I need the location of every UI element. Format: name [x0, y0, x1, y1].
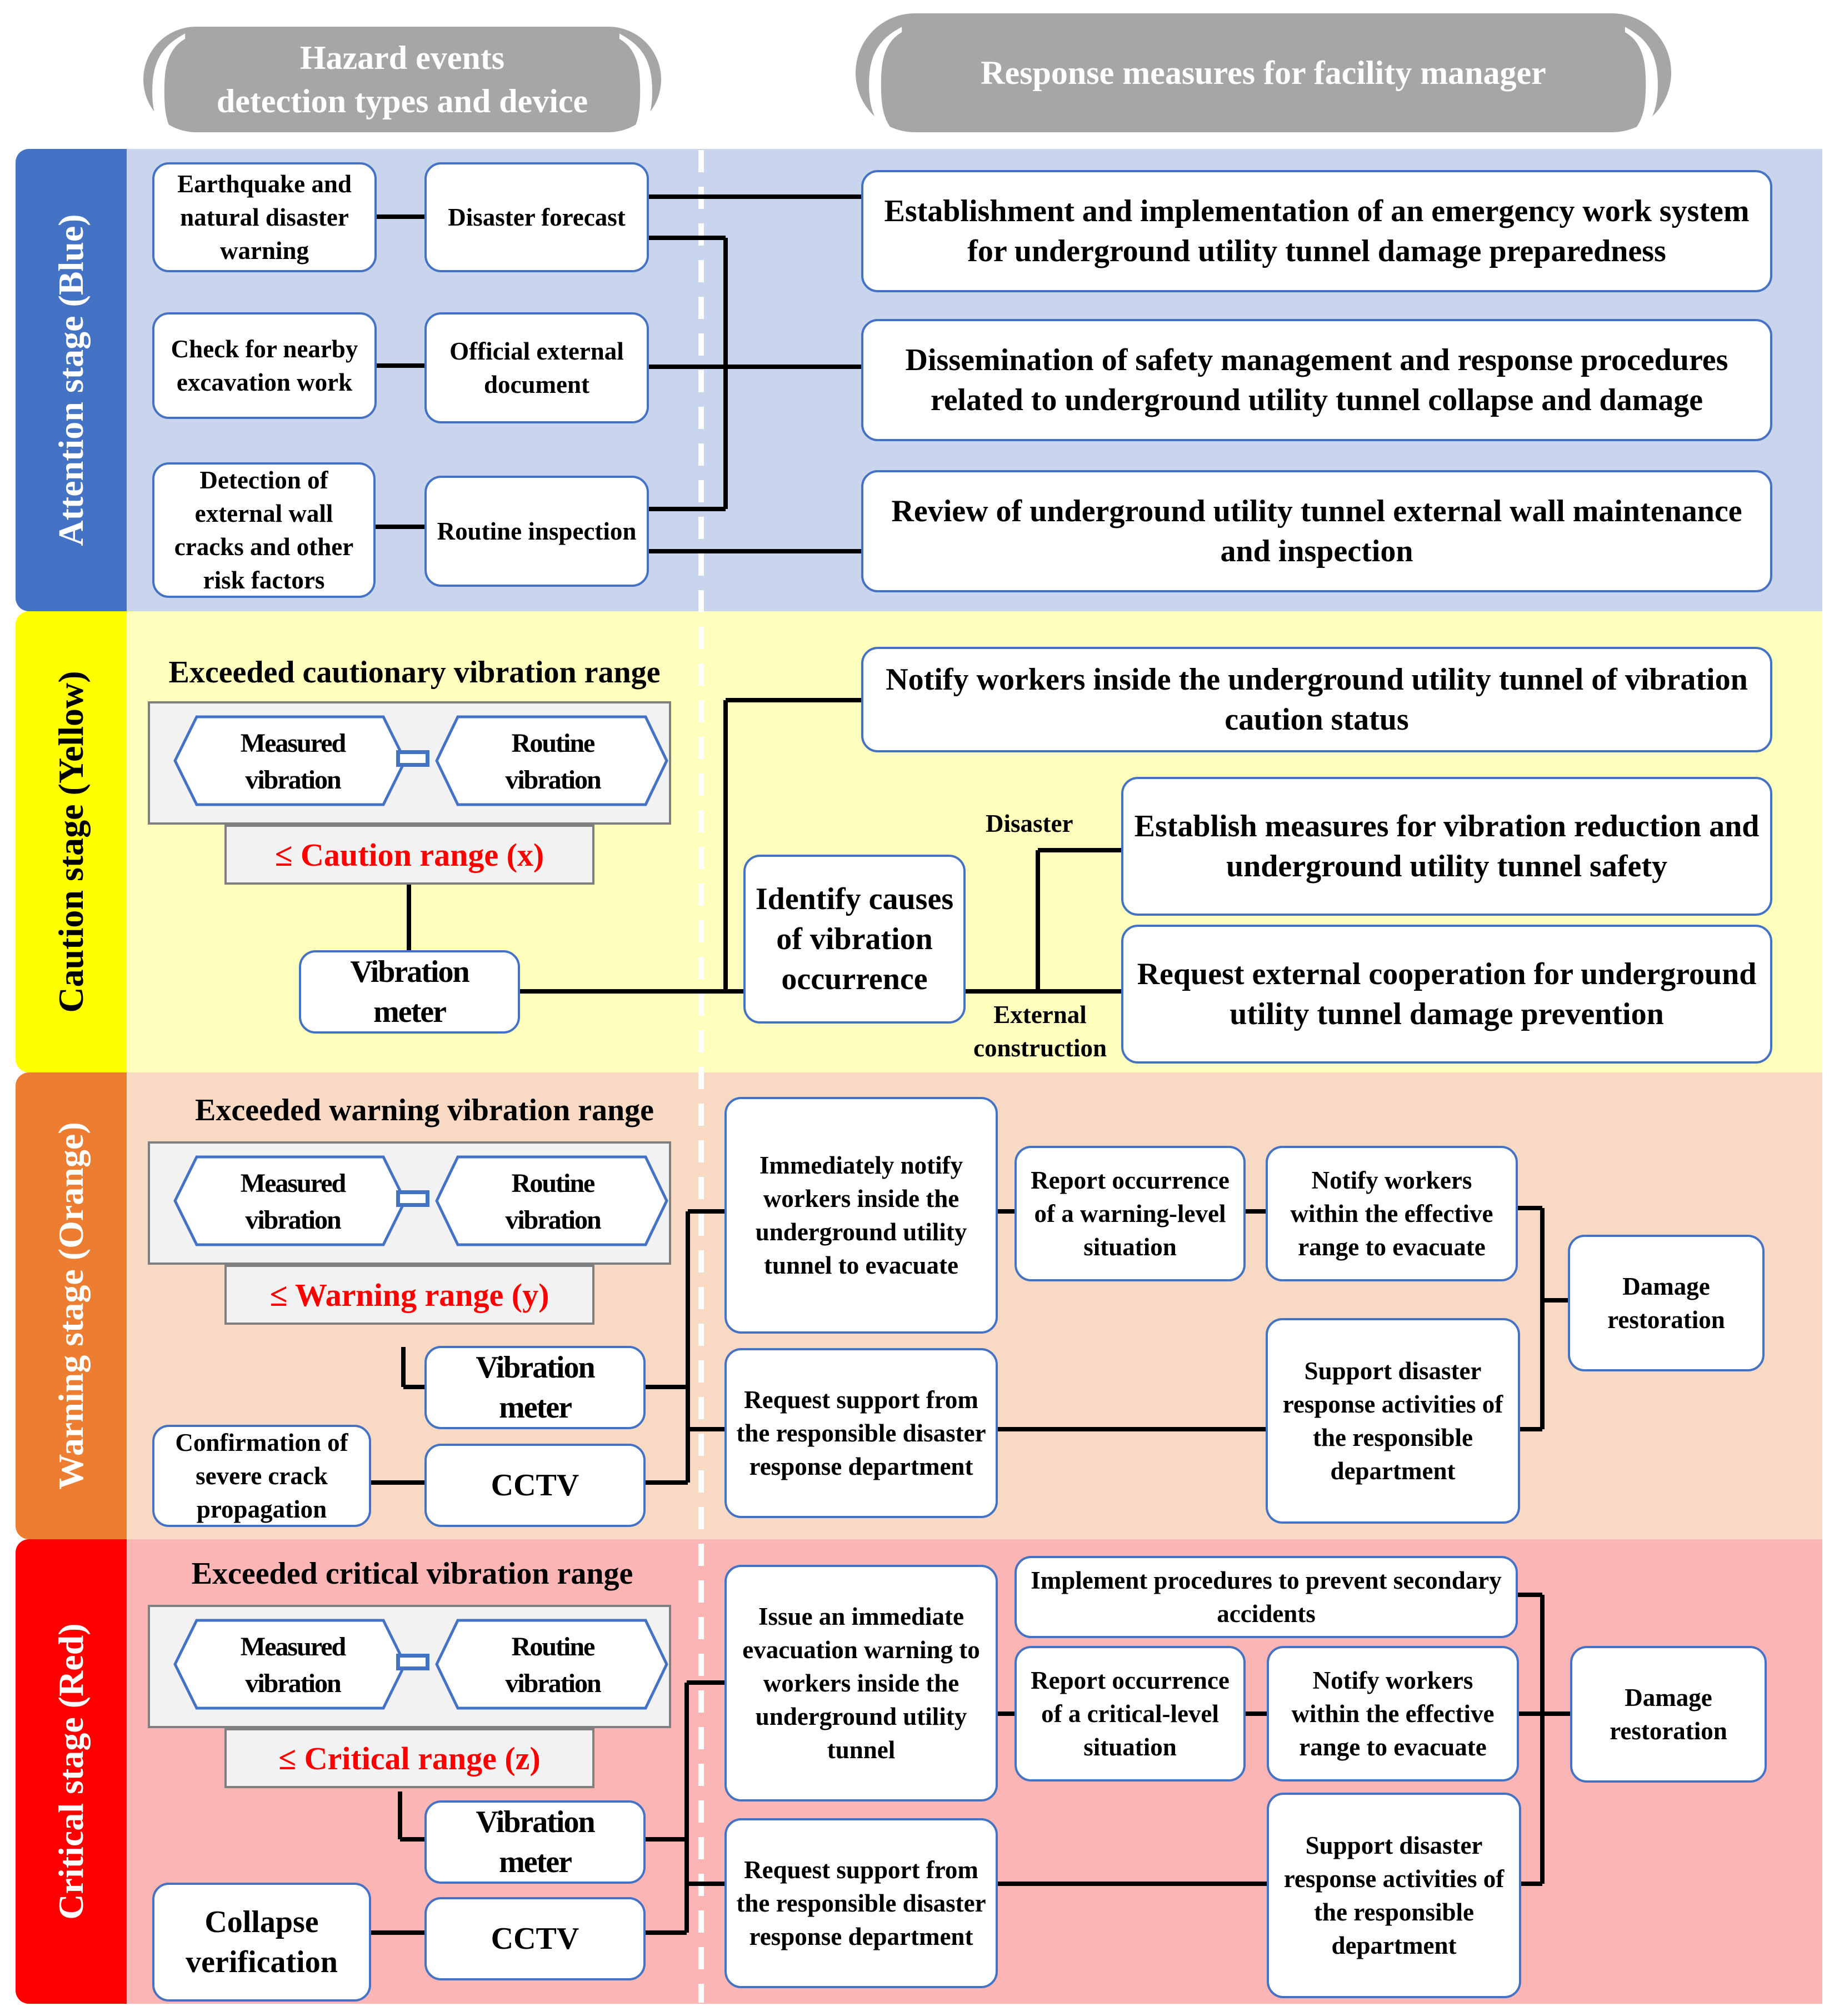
measure-safety-dissemination: Dissemination of safety management and r…	[861, 319, 1772, 441]
critical-report-occurrence: Report occurrence of a critical-level si…	[1015, 1646, 1246, 1782]
header-hazard-line-2: detection types and device	[216, 83, 588, 119]
caution-title: Exceeded cautionary vibration range	[168, 655, 661, 690]
warning-report-occurrence: Report occurrence of a warning-level sit…	[1015, 1146, 1246, 1281]
caution-notify-workers: Notify workers inside the underground ut…	[861, 647, 1772, 752]
warning-notify-evacuate: Immediately notify workers inside the un…	[724, 1097, 998, 1334]
event-earthquake-warning: Earthquake and natural disaster warning	[152, 162, 377, 272]
caution-range-threshold: ≤ Caution range (x)	[224, 825, 594, 885]
critical-measured-vibration: Measured vibration	[240, 1632, 346, 1698]
warning-routine-vibration: Routine vibration	[505, 1169, 601, 1235]
measure-emergency-work-system: Establishment and implementation of an e…	[861, 170, 1772, 292]
caution-identify-causes: Identify causes of vibration occurrence	[743, 855, 966, 1024]
warning-request-support: Request support from the responsible dis…	[724, 1348, 998, 1518]
critical-notify-range: Notify workers within the effective rang…	[1267, 1646, 1519, 1782]
critical-collapse-verification: Collapse verification	[152, 1883, 371, 2002]
warning-range-threshold: ≤ Warning range (y)	[224, 1265, 594, 1325]
caution-establish-measures: Establish measures for vibration reducti…	[1121, 777, 1772, 916]
critical-damage-restoration: Damage restoration	[1570, 1646, 1767, 1783]
caution-comparison-panel: Measured vibration Routine vibration	[148, 701, 671, 825]
event-excavation-check: Check for nearby excavation work	[152, 312, 377, 419]
source-routine-inspection: Routine inspection	[424, 476, 649, 587]
source-official-document: Official external document	[424, 312, 649, 423]
critical-comparison-panel: Measured vibration Routine vibration	[148, 1605, 671, 1728]
warning-stage-bar	[16, 1072, 127, 1539]
caution-measured-vibration: Measured vibration	[240, 728, 346, 795]
warning-vibration-meter: Vibration meter	[424, 1346, 646, 1429]
critical-equals-symbol	[396, 1654, 429, 1670]
warning-measured-vibration: Measured vibration	[240, 1169, 346, 1235]
caution-stage-bar	[16, 611, 127, 1072]
attention-stage-bar	[16, 149, 127, 611]
warning-comparison-panel: Measured vibration Routine vibration	[148, 1141, 671, 1265]
header-response-measures: ( Response measures for facility manager…	[856, 9, 1671, 137]
critical-stage-bar	[16, 1539, 127, 2004]
source-disaster-forecast: Disaster forecast	[424, 162, 649, 272]
warning-damage-restoration: Damage restoration	[1568, 1235, 1765, 1371]
caution-request-cooperation: Request external cooperation for undergr…	[1121, 925, 1772, 1064]
header-hazard-detection: ( Hazard events detection types and devi…	[143, 16, 661, 143]
warning-notify-range: Notify workers within the effective rang…	[1266, 1146, 1518, 1281]
critical-range-threshold: ≤ Critical range (z)	[224, 1728, 594, 1788]
warning-cctv: CCTV	[424, 1444, 646, 1527]
critical-support-activities: Support disaster response activities of …	[1267, 1793, 1521, 1998]
critical-vibration-meter: Vibration meter	[424, 1800, 646, 1884]
critical-secondary-accidents: Implement procedures to prevent secondar…	[1015, 1556, 1518, 1638]
caution-label-disaster: Disaster	[986, 810, 1073, 837]
warning-title: Exceeded warning vibration range	[195, 1093, 654, 1127]
critical-evacuation-warning: Issue an immediate evacuation warning to…	[724, 1565, 998, 1802]
warning-equals-symbol	[396, 1190, 429, 1207]
caution-equals-symbol	[396, 750, 429, 767]
header-response-text: Response measures for facility manager	[981, 54, 1546, 91]
header-hazard-line-1: Hazard events	[299, 39, 505, 76]
critical-request-support: Request support from the responsible dis…	[724, 1818, 998, 1988]
critical-routine-vibration: Routine vibration	[505, 1632, 601, 1698]
caution-label-external-construction: External construction	[973, 1001, 1107, 1062]
warning-support-activities: Support disaster response activities of …	[1266, 1318, 1520, 1524]
caution-routine-vibration: Routine vibration	[505, 728, 601, 795]
critical-title: Exceeded critical vibration range	[191, 1556, 633, 1591]
critical-cctv: CCTV	[424, 1897, 646, 1980]
warning-crack-confirmation: Confirmation of severe crack propagation	[152, 1425, 371, 1527]
event-wall-crack-detection: Detection of external wall cracks and ot…	[152, 462, 376, 598]
caution-vibration-meter: Vibration meter	[299, 950, 520, 1034]
measure-wall-maintenance-review: Review of underground utility tunnel ext…	[861, 470, 1772, 592]
